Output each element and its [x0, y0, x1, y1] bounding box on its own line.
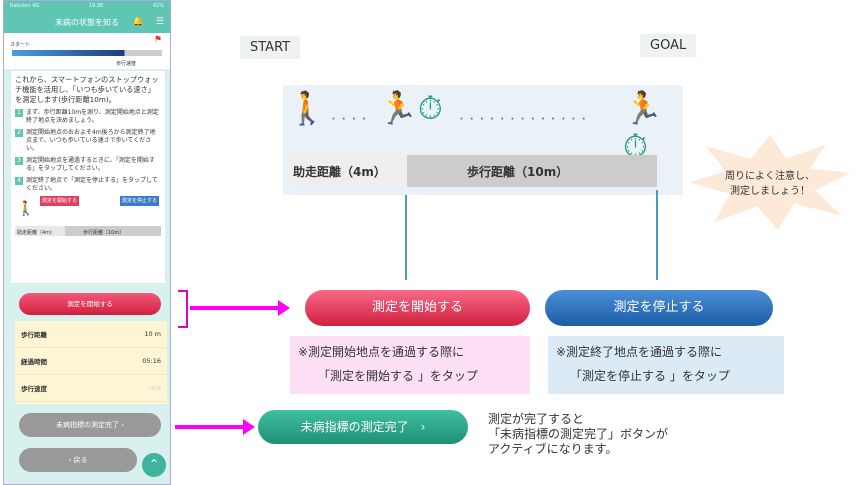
arrow-head	[243, 419, 255, 435]
note-line: ※測定終了地点を通過する際に	[556, 345, 723, 359]
progress-fill	[12, 50, 162, 56]
mini-run-label: 助走距離（4m）	[15, 226, 65, 236]
arrow	[175, 425, 245, 429]
row-value: 05:16	[142, 357, 161, 365]
arrow	[190, 306, 280, 310]
bell-icon[interactable]: 🔔	[132, 17, 144, 27]
button-label: 未病指標の測定完了	[55, 421, 119, 429]
note-line: 測定が完了すると	[488, 412, 585, 426]
start-measure-button-large[interactable]: 測定を開始する	[305, 290, 530, 326]
phone-screen: Rakuten 4G 19:38 42% 未病の状態を知る 🔔 ☰ スタート 歩…	[3, 0, 171, 485]
walker-icon: 🚶	[17, 201, 35, 217]
walker-icon: 🚶	[287, 89, 327, 127]
mini-diagram: 測定を開始する 測定を停止する 🚶 助走距離（4m） 歩行距離（10m）	[15, 193, 161, 241]
progress-current: 歩行速度	[116, 61, 137, 67]
button-label: 未病指標の測定完了	[300, 420, 409, 434]
result-row: 歩行距離 10 m	[15, 321, 167, 348]
step-text: 測定開始地点を通過するときに、「測定を開始する」をタップしてください。	[26, 157, 155, 172]
course-diagram: 🚶 · · · · 🏃⏱ · · · · · · · · · · · · · 🏃…	[283, 85, 683, 195]
note-line: 「測定を停止する 」をタップ	[570, 369, 730, 383]
row-value: m/s	[149, 384, 161, 392]
step-number: 2	[15, 129, 23, 137]
flag-icon: ⚑	[153, 35, 162, 45]
mini-stop-tag: 測定を停止する	[119, 196, 159, 206]
complete-button-large[interactable]: 未病指標の測定完了 ›	[258, 410, 468, 444]
battery: 42%	[152, 3, 164, 9]
result-row: 経過時間 05:16	[15, 348, 167, 375]
row-value: 10 m	[144, 330, 161, 338]
bracket	[178, 290, 188, 328]
note-line: 「未病指標の測定完了」ボタンが	[488, 427, 669, 441]
progress-start: スタート	[10, 42, 31, 48]
note-line: 「測定を開始する 」をタップ	[318, 369, 478, 383]
runner-stopwatch-icon: 🏃⏱	[378, 89, 443, 127]
caution-text: 周りによく注意し、測定しましょう！	[725, 171, 815, 197]
instructions-card: これから、スマートフォンのストップウォッチ機能を活用し、「いつも歩いている速さ」…	[11, 71, 165, 283]
dots: · · · ·	[331, 109, 367, 128]
step-text: 測定開始地点のおおよそ4m後ろから測定終了地点まで、いつも歩いている速さで歩いて…	[26, 129, 156, 152]
page-title: 未病の状態を知る	[55, 17, 119, 27]
arrow-head	[278, 300, 290, 316]
start-note: ※測定開始地点を通過する際に「測定を開始する 」をタップ	[290, 336, 530, 394]
menu-icon[interactable]: ☰	[155, 17, 164, 27]
back-button[interactable]: ‹ 戻る	[19, 448, 137, 472]
run-distance-label: 助走距離（4m）	[289, 155, 407, 187]
note-line: ※測定開始地点を通過する際に	[298, 345, 465, 359]
progress-bar: スタート 歩行速度 ⚑	[4, 33, 170, 69]
stop-measure-button-large[interactable]: 測定を停止する	[545, 290, 773, 326]
intro-text: これから、スマートフォンのストップウォッチ機能を活用し、「いつも歩いている速さ」…	[15, 75, 159, 104]
step-number: 1	[15, 109, 23, 117]
caution-burst: 周りによく注意し、測定しましょう！	[690, 135, 850, 230]
results-panel: 歩行距離 10 m 経過時間 05:16 歩行速度 m/s	[15, 321, 167, 404]
mini-start-tag: 測定を開始する	[40, 196, 80, 206]
carrier: Rakuten 4G	[10, 3, 40, 9]
stop-pointer	[656, 190, 658, 280]
goal-label: GOAL	[640, 34, 697, 57]
result-row: 歩行速度 m/s	[15, 375, 167, 402]
dots: · · · · · · · · · · · · ·	[459, 109, 587, 128]
note-line: アクティブになります。	[488, 442, 618, 456]
button-label: 戻る	[73, 456, 88, 464]
stop-note: ※測定終了地点を通過する際に「測定を停止する 」をタップ	[548, 336, 784, 394]
step-number: 4	[15, 177, 23, 185]
complete-button-disabled[interactable]: 未病指標の測定完了 ›	[19, 413, 161, 437]
row-label: 歩行距離	[21, 331, 47, 339]
complete-note: 測定が完了すると 「未病指標の測定完了」ボタンが アクティブになります。	[488, 412, 668, 457]
start-measure-button[interactable]: 測定を開始する	[19, 293, 161, 315]
mini-walk-label: 歩行距離（10m）	[65, 226, 161, 236]
runner-stopwatch-icon: 🏃⏱	[623, 89, 663, 165]
scroll-top-button[interactable]: ⌃	[142, 453, 166, 477]
time: 19:38	[88, 3, 104, 9]
start-label: START	[240, 36, 301, 59]
step-number: 3	[15, 157, 23, 165]
step-text: 測定終了地点で「測定を停止する」をタップしてください。	[26, 177, 158, 192]
row-label: 歩行速度	[21, 385, 47, 393]
status-bar: Rakuten 4G 19:38 42%	[4, 1, 170, 11]
app-header: 未病の状態を知る 🔔 ☰	[4, 11, 170, 33]
walk-distance-label: 歩行距離（10m）	[407, 155, 657, 187]
step-text: まず、歩行距離10mを測り、測定開始地点と測定終了地点を決めましょう。	[26, 109, 159, 124]
row-label: 経過時間	[21, 358, 47, 366]
start-pointer	[405, 195, 407, 280]
